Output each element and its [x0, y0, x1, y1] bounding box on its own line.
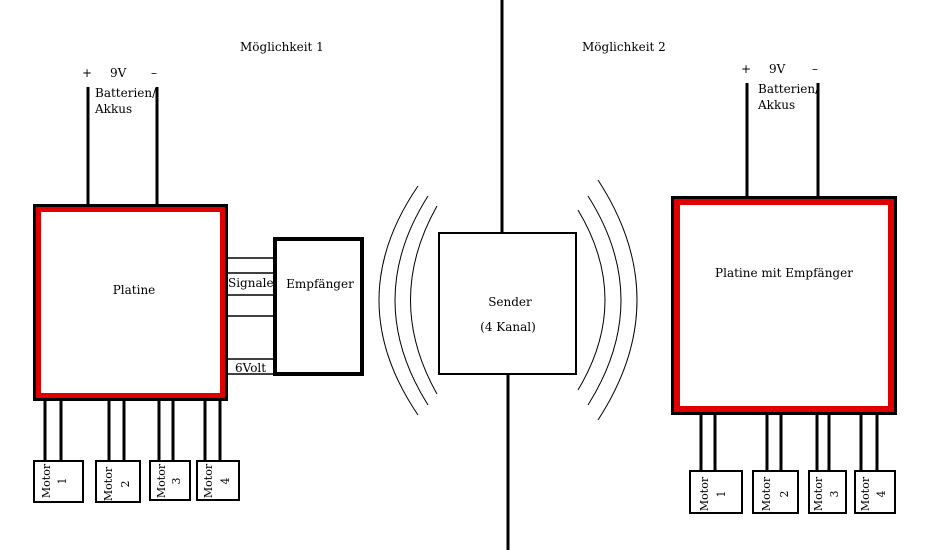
option1-motor-1: Motor 1: [33, 460, 84, 503]
option1-motor-4-number: 4: [219, 478, 232, 485]
option1-heading: Möglichkeit 1: [240, 40, 324, 54]
option2-motor-3: Motor 3: [808, 470, 847, 514]
option2-voltage-label: 9V: [769, 62, 786, 76]
option2-motor-3-number: 3: [828, 491, 841, 498]
option1-minus-sign: –: [151, 66, 157, 80]
radio-waves-left: [378, 185, 438, 416]
radio-waves-right: [577, 179, 638, 421]
option1-motor-4: Motor 4: [196, 460, 240, 501]
option2-motor-2-label: Motor: [760, 476, 773, 511]
option2-board: [680, 205, 888, 406]
option2-heading: Möglichkeit 2: [582, 40, 666, 54]
power-label: 6Volt: [235, 361, 266, 375]
option1-motor-3: Motor 3: [149, 460, 191, 501]
receiver-box: [273, 237, 364, 376]
option2-motor-2: Motor 2: [752, 470, 799, 514]
option1-battery-label-line1: Batterien/: [95, 86, 157, 100]
transmitter-channels: (4 Kanal): [480, 320, 536, 334]
option1-motor-3-number: 3: [170, 478, 183, 485]
option2-motor-4: Motor 4: [854, 470, 896, 514]
option1-board: [41, 212, 220, 393]
option2-motor-wires: [699, 415, 879, 471]
option1-plus-sign: +: [82, 66, 92, 80]
option2-battery-label-line1: Batterien/: [758, 82, 820, 96]
option1-battery-label-line2: Akkus: [94, 102, 132, 116]
option2-motor-2-number: 2: [778, 491, 791, 498]
option1-motor-4-label: Motor: [202, 463, 215, 498]
receiver-label: Empfänger: [286, 277, 354, 291]
option2-motor-4-number: 4: [875, 491, 888, 498]
option1-motor-1-label: Motor: [40, 463, 53, 498]
option1-motor-wires: [43, 401, 222, 461]
option2-plus-sign: +: [741, 62, 751, 76]
option2-battery-label-line2: Akkus: [757, 98, 795, 112]
option1-motor-2: Motor 2: [95, 460, 141, 503]
option2-motor-1-number: 1: [715, 491, 728, 498]
option2-motor-3-label: Motor: [812, 476, 825, 511]
option1-board-label: Platine: [113, 283, 156, 297]
option1-motor-3-label: Motor: [155, 463, 168, 498]
transmitter-box: [438, 232, 577, 375]
option2-minus-sign: –: [812, 62, 818, 76]
option1-motor-2-number: 2: [119, 481, 132, 488]
signal-label: Signale: [228, 276, 274, 290]
option2-board-label: Platine mit Empfänger: [715, 266, 853, 280]
option2-motor-4-label: Motor: [859, 476, 872, 511]
option1-motor-2-label: Motor: [102, 466, 115, 501]
transmitter-label: Sender: [488, 295, 532, 309]
option1-voltage-label: 9V: [110, 66, 127, 80]
option2-motor-1: Motor 1: [689, 470, 743, 514]
option2-motor-1-label: Motor: [698, 476, 711, 511]
option1-motor-1-number: 1: [56, 478, 69, 485]
